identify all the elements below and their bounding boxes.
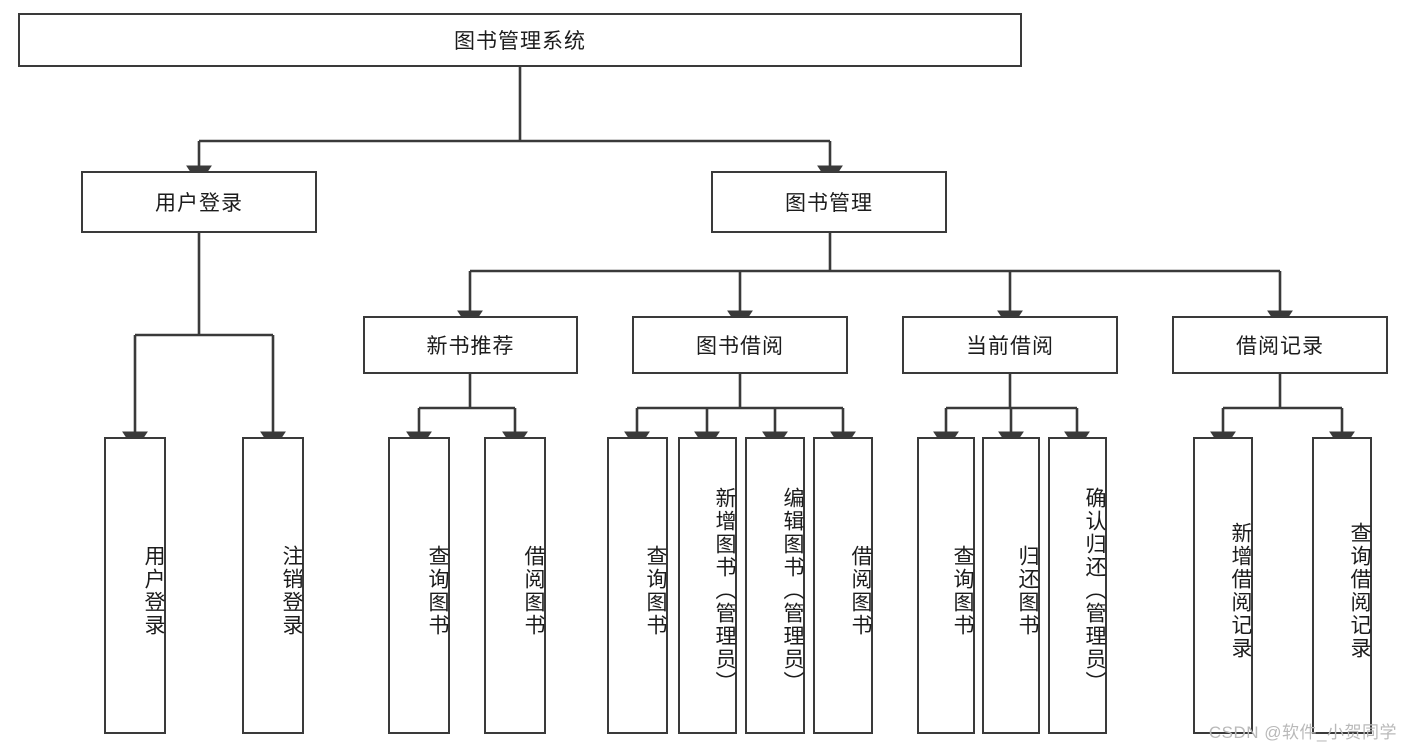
- node-leaf-borrow-book-2-label: 借阅图书: [849, 544, 872, 637]
- node-leaf-return-book[interactable]: 归还图书: [982, 437, 1040, 734]
- node-leaf-logout[interactable]: 注销登录: [242, 437, 304, 734]
- node-book-manage[interactable]: 图书管理: [711, 171, 947, 233]
- node-leaf-query-book-3[interactable]: 查询图书: [917, 437, 975, 734]
- node-user-login-label: 用户登录: [155, 192, 243, 215]
- node-leaf-query-book-1-label: 查询图书: [426, 544, 449, 637]
- node-root-label: 图书管理系统: [454, 30, 586, 53]
- node-book-borrow-label: 图书借阅: [696, 335, 784, 358]
- node-leaf-confirm-return[interactable]: 确认归还（管理员）: [1048, 437, 1107, 734]
- node-user-login[interactable]: 用户登录: [81, 171, 317, 233]
- node-leaf-borrow-book-2[interactable]: 借阅图书: [813, 437, 873, 734]
- node-leaf-query-book-3-label: 查询图书: [951, 544, 974, 637]
- node-leaf-return-book-label: 归还图书: [1016, 544, 1039, 637]
- node-leaf-query-book-2-label: 查询图书: [644, 544, 667, 637]
- node-leaf-add-book[interactable]: 新增图书（管理员）: [678, 437, 737, 734]
- node-leaf-query-record-label: 查询借阅记录: [1348, 521, 1371, 660]
- node-borrow-record[interactable]: 借阅记录: [1172, 316, 1388, 374]
- node-leaf-edit-book-label: 编辑图书（管理员）: [781, 487, 804, 694]
- node-book-manage-label: 图书管理: [785, 192, 873, 215]
- node-leaf-query-record[interactable]: 查询借阅记录: [1312, 437, 1372, 734]
- node-book-borrow[interactable]: 图书借阅: [632, 316, 848, 374]
- csdn-watermark: CSDN @软件_小贺同学: [1208, 723, 1397, 742]
- node-borrow-record-label: 借阅记录: [1236, 335, 1324, 358]
- node-root[interactable]: 图书管理系统: [18, 13, 1022, 67]
- node-leaf-borrow-book-1-label: 借阅图书: [522, 544, 545, 637]
- node-leaf-add-book-label: 新增图书（管理员）: [713, 487, 736, 694]
- node-leaf-user-login-label: 用户登录: [142, 544, 165, 637]
- node-current-borrow[interactable]: 当前借阅: [902, 316, 1118, 374]
- node-current-borrow-label: 当前借阅: [966, 335, 1054, 358]
- node-leaf-query-book-1[interactable]: 查询图书: [388, 437, 450, 734]
- node-new-book-rec-label: 新书推荐: [426, 335, 515, 358]
- node-leaf-query-book-2[interactable]: 查询图书: [607, 437, 668, 734]
- node-leaf-logout-label: 注销登录: [280, 544, 303, 637]
- node-leaf-user-login[interactable]: 用户登录: [104, 437, 166, 734]
- node-new-book-rec[interactable]: 新书推荐: [363, 316, 578, 374]
- node-leaf-add-record[interactable]: 新增借阅记录: [1193, 437, 1253, 734]
- node-leaf-add-record-label: 新增借阅记录: [1229, 521, 1252, 660]
- node-leaf-edit-book[interactable]: 编辑图书（管理员）: [745, 437, 805, 734]
- node-leaf-borrow-book-1[interactable]: 借阅图书: [484, 437, 546, 734]
- node-leaf-confirm-return-label: 确认归还（管理员）: [1083, 487, 1106, 694]
